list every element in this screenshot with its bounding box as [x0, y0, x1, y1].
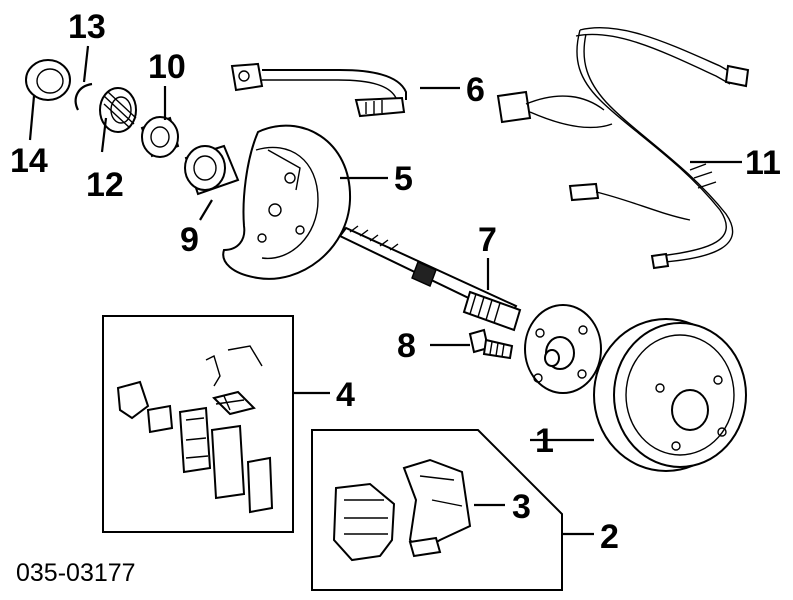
callout-1: 1 [535, 422, 554, 460]
box-4-pad-kit [102, 315, 294, 533]
part-9-collar [184, 144, 240, 196]
part-11-wire-harness [496, 26, 750, 270]
callout-2: 2 [600, 518, 619, 556]
callout-8: 8 [397, 327, 416, 365]
callout-4: 4 [336, 376, 355, 414]
part-7-axle-shaft [338, 225, 522, 332]
part-5-backing-plate [222, 124, 352, 280]
part-14-seal [25, 59, 71, 101]
leader-lines [28, 45, 742, 536]
part-1-brake-disc [593, 318, 747, 472]
callout-5: 5 [394, 160, 413, 198]
callout-13: 13 [68, 8, 106, 46]
callout-9: 9 [180, 221, 199, 259]
callout-3: 3 [512, 488, 531, 526]
callout-14: 14 [10, 142, 48, 180]
part-13-snap-ring [74, 82, 93, 111]
callout-7: 7 [478, 221, 497, 259]
part-6-brake-hose [230, 62, 407, 118]
callout-10: 10 [148, 48, 186, 86]
callout-6: 6 [466, 71, 485, 109]
hub-flange [524, 304, 602, 394]
box-2-caliper-kit [311, 429, 563, 591]
callout-labels: 1 2 3 4 5 6 7 8 9 10 11 12 13 14 [10, 8, 781, 556]
diagram-code: 035-03177 [16, 559, 136, 587]
callout-12: 12 [86, 166, 124, 204]
part-10-bearing [140, 116, 180, 158]
part-8-wheel-stud [468, 328, 514, 360]
callout-11: 11 [745, 144, 781, 182]
part-12-needle-bearing [99, 87, 137, 133]
